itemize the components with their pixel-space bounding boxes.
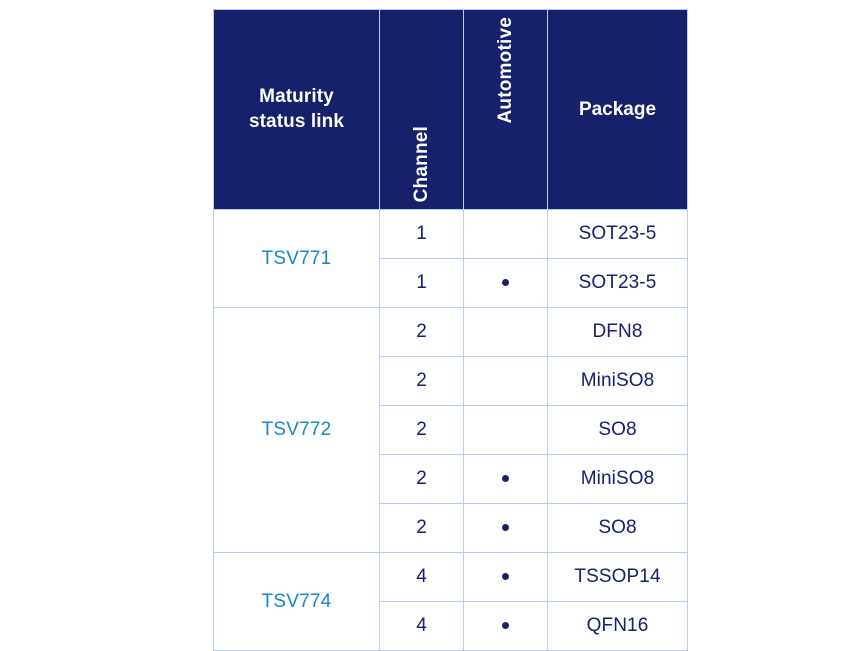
cell-package: SO8 <box>547 405 688 455</box>
column-header-package: Package <box>547 9 688 210</box>
table-header-row: Maturity status link Channel Automotive … <box>213 9 688 210</box>
automotive-header-label: Automotive <box>494 17 516 124</box>
product-table-container: Maturity status link Channel Automotive … <box>213 9 688 651</box>
maturity-status-link[interactable]: TSV774 <box>213 552 380 651</box>
cell-automotive <box>463 209 548 259</box>
cell-package: DFN8 <box>547 307 688 357</box>
cell-channel: 2 <box>379 454 464 504</box>
package-header-label: Package <box>578 98 657 120</box>
cell-automotive <box>463 601 548 651</box>
cell-automotive <box>463 307 548 357</box>
cell-automotive <box>463 405 548 455</box>
automotive-empty-icon <box>502 426 509 433</box>
cell-channel: 4 <box>379 552 464 602</box>
table-row: 2 SO8 <box>214 503 688 553</box>
column-header-automotive: Automotive <box>463 9 548 210</box>
automotive-bullet-icon <box>502 475 509 483</box>
table-row: 4 QFN16 <box>214 601 688 651</box>
maturity-status-link[interactable]: TSV771 <box>213 209 380 308</box>
automotive-bullet-icon <box>502 279 509 287</box>
maturity-header-line-1: Maturity <box>259 86 334 108</box>
automotive-bullet-icon <box>502 524 509 532</box>
table-row: 2 MiniSO8 <box>214 356 688 406</box>
automotive-bullet-icon <box>502 622 509 630</box>
table-header: Maturity status link Channel Automotive … <box>213 9 688 210</box>
channel-header-rotate-wrap: Channel <box>380 11 463 208</box>
cell-automotive <box>463 503 548 553</box>
table-row: 1 SOT23-5 <box>214 258 688 308</box>
automotive-empty-icon <box>502 230 509 237</box>
automotive-bullet-icon <box>502 573 509 581</box>
cell-package: QFN16 <box>547 601 688 651</box>
cell-package: MiniSO8 <box>547 454 688 504</box>
cell-package: MiniSO8 <box>547 356 688 406</box>
cell-package: TSSOP14 <box>547 552 688 602</box>
cell-automotive <box>463 454 548 504</box>
channel-header-label: Channel <box>410 125 432 202</box>
table-row: 2 SO8 <box>214 405 688 455</box>
automotive-empty-icon <box>502 377 509 384</box>
automotive-empty-icon <box>502 328 509 335</box>
column-header-maturity-status-link: Maturity status link <box>213 9 380 210</box>
product-maturity-table: Maturity status link Channel Automotive … <box>213 9 688 651</box>
maturity-status-link[interactable]: TSV772 <box>213 307 380 553</box>
cell-channel: 2 <box>379 405 464 455</box>
cell-channel: 2 <box>379 307 464 357</box>
cell-automotive <box>463 356 548 406</box>
column-header-channel: Channel <box>379 9 464 210</box>
cell-automotive <box>463 552 548 602</box>
cell-automotive <box>463 258 548 308</box>
cell-channel: 4 <box>379 601 464 651</box>
cell-channel: 1 <box>379 209 464 259</box>
cell-package: SO8 <box>547 503 688 553</box>
cell-channel: 2 <box>379 356 464 406</box>
cell-channel: 2 <box>379 503 464 553</box>
cell-package: SOT23-5 <box>547 209 688 259</box>
cell-channel: 1 <box>379 258 464 308</box>
maturity-header-line-2: status link <box>248 110 345 132</box>
table-row: 2 MiniSO8 <box>214 454 688 504</box>
automotive-header-rotate-wrap: Automotive <box>464 11 547 208</box>
cell-package: SOT23-5 <box>547 258 688 308</box>
